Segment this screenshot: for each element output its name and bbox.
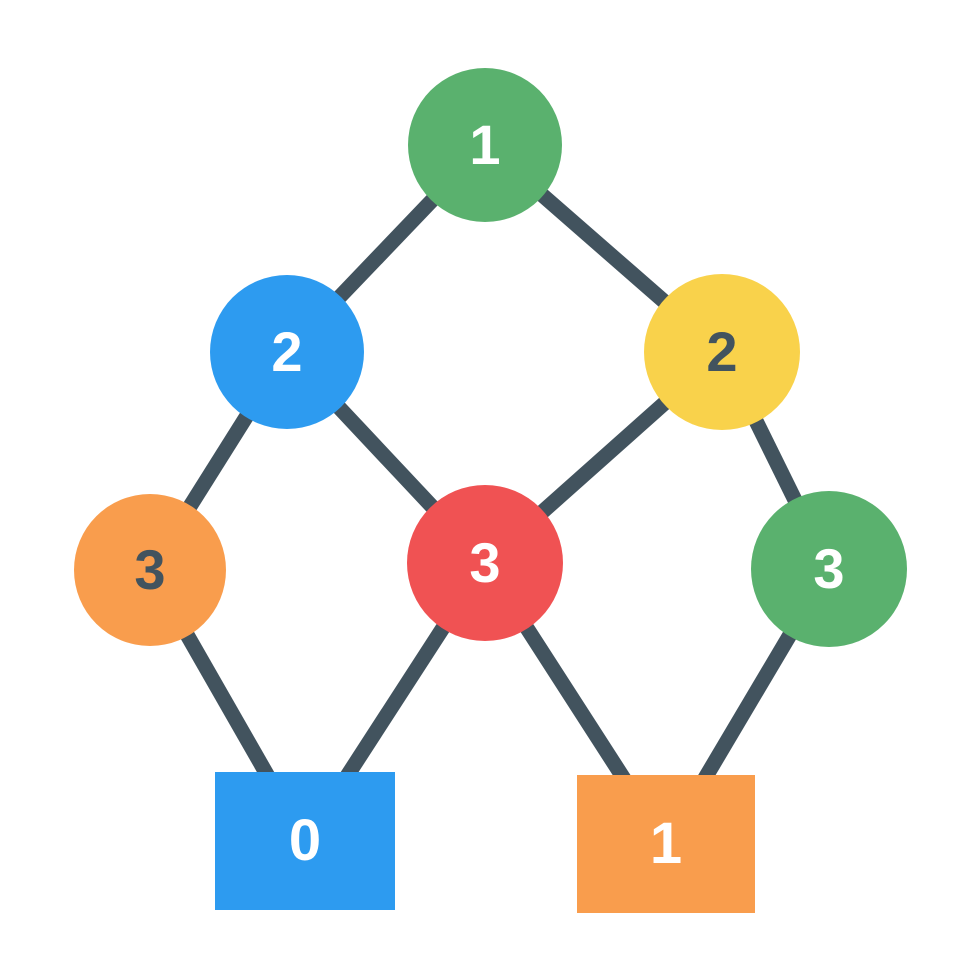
node-right-2: 2 (644, 274, 800, 430)
node-leaf-1: 1 (577, 775, 755, 913)
node-left-3: 3 (74, 494, 226, 646)
node-label-middle-3: 3 (469, 531, 501, 594)
node-right-3: 3 (751, 491, 907, 647)
node-label-root-1: 1 (469, 113, 501, 176)
node-label-leaf-0: 0 (288, 808, 322, 873)
node-middle-3: 3 (407, 485, 563, 641)
node-label-leaf-1: 1 (649, 811, 683, 876)
node-root-1: 1 (408, 68, 562, 222)
node-label-left-2: 2 (271, 320, 303, 383)
node-leaf-0: 0 (215, 772, 395, 910)
node-label-right-2: 2 (706, 320, 738, 383)
node-left-2: 2 (210, 275, 364, 429)
node-label-left-3: 3 (134, 538, 166, 601)
node-label-right-3: 3 (813, 537, 845, 600)
